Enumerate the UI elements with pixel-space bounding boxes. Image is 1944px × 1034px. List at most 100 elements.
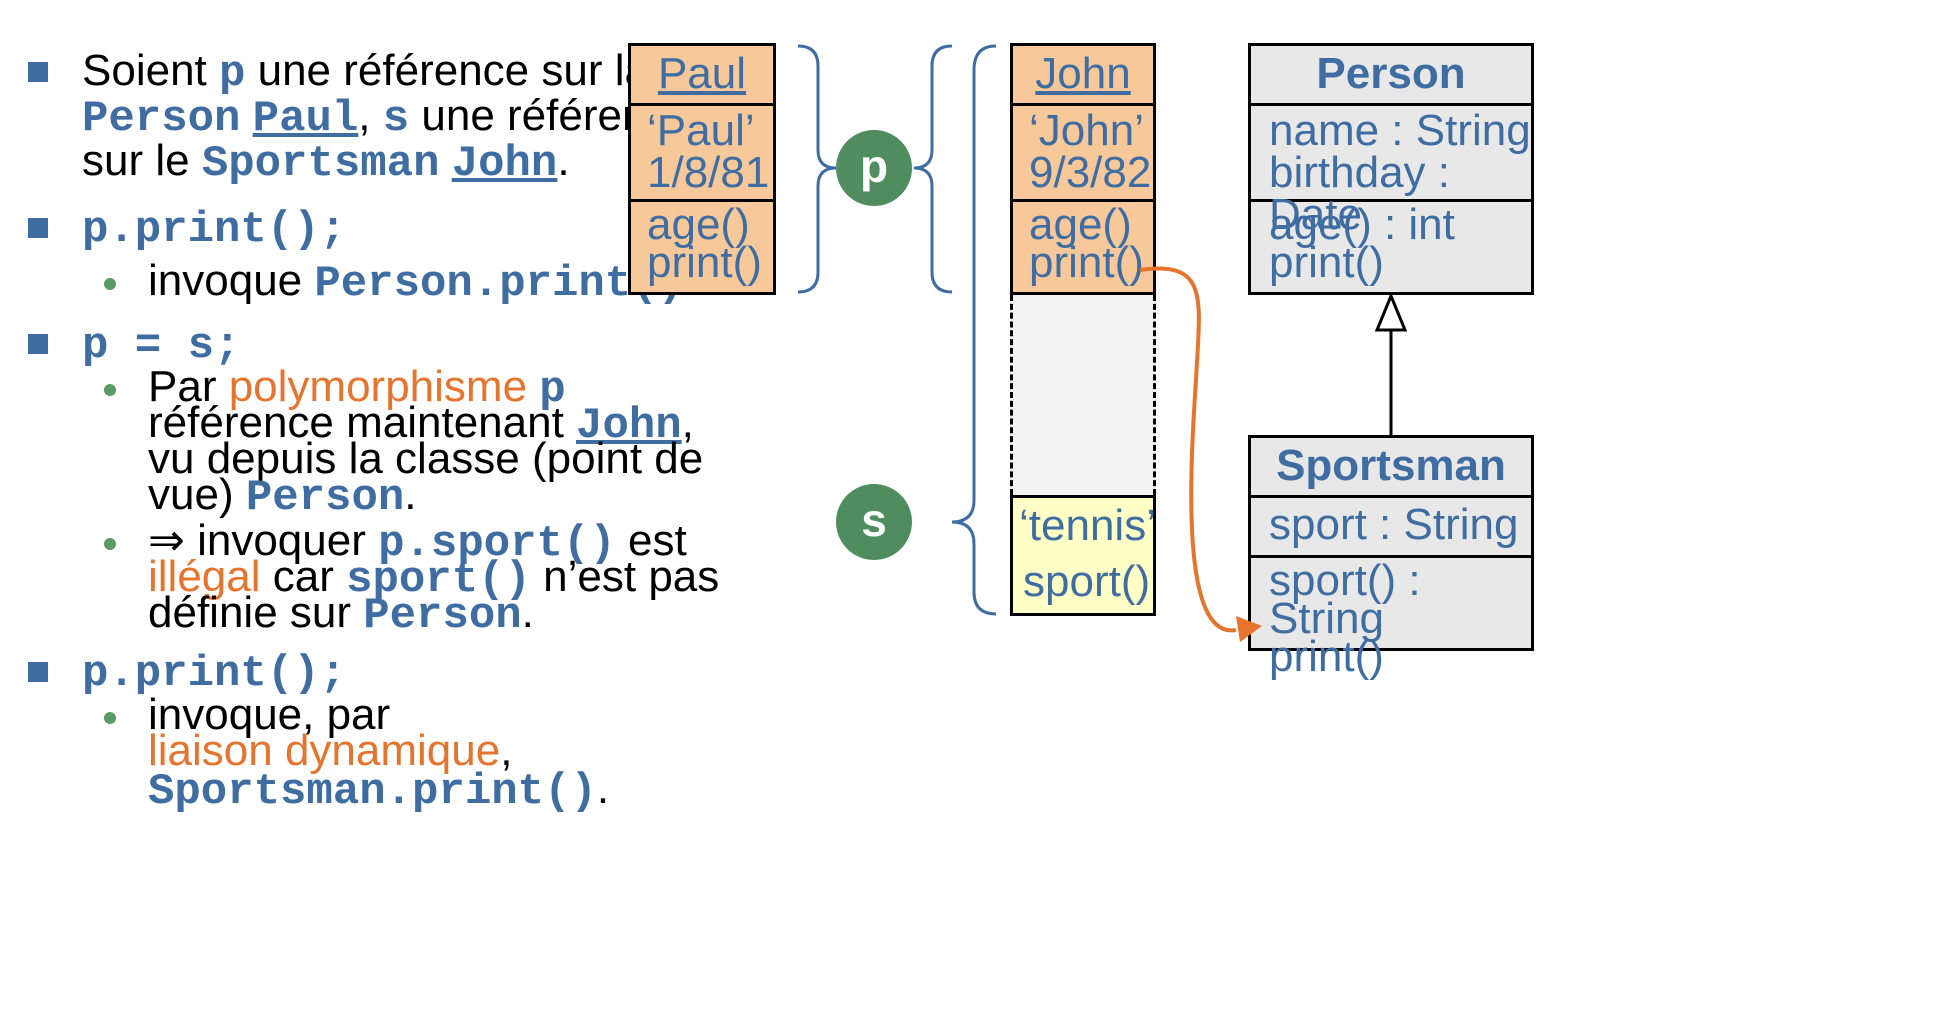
bullet-2-sub: invoque Person.print(). [148,256,696,309]
method-print: print() [1269,238,1384,287]
method-age: age() [1029,200,1132,249]
bullet-square-2 [28,218,48,238]
bullet-1-line-1: Soient p une référence sur la [82,46,649,99]
attr-sport: sport : String [1269,500,1519,549]
attr-birthday: 9/3/82 [1029,148,1152,197]
code-p: p [218,49,246,99]
object-john-hidden-part [1010,295,1156,495]
code-sportsman-print: Sportsman.print() [148,767,597,817]
bullet-4-line-1: invoque, par [148,692,390,738]
dispatch-arrow [1139,266,1237,633]
attr-name: ‘Paul’ [647,106,755,155]
highlight-liaison-dynamique: liaison dynamique [148,726,501,775]
attr-birthday: birthday : Date [1269,148,1450,239]
attr-birthday: 1/8/81 [647,148,770,197]
object-paul-methods: age() print() [631,202,773,292]
text: invoque, par [148,690,391,739]
object-paul-title: Paul [631,46,773,106]
code-p-sport: p.sport() [378,519,616,569]
bullet-1-line-3: sur le Sportsman John. [82,136,570,189]
text: n’est pas [530,552,720,601]
highlight-polymorphisme: polymorphisme [228,362,528,411]
text: , [681,398,694,447]
class-person-name: Person [1251,46,1531,106]
code-p: p [539,365,566,415]
text: sur le [82,136,202,185]
text: Par [148,362,229,411]
object-john: John ‘John’ 9/3/82 age() print() [1010,43,1156,295]
method-sport: sport() : String [1269,556,1421,643]
method-age: age() [647,200,750,249]
text: une référence sur la [245,46,649,95]
code-sportsman: Sportsman [201,139,440,189]
bullet-3a-line-3: vu depuis la classe (point de [148,436,703,482]
dispatch-arrowhead [1236,616,1262,642]
bullet-4-line-3: Sportsman.print(). [148,764,610,817]
inheritance-arrowhead [1374,292,1408,332]
brace-john-p [913,44,953,294]
code-paul: Paul [252,94,359,144]
code-sport: sport() [346,555,531,605]
object-paul-attrs: ‘Paul’ 1/8/81 [631,106,773,202]
method-sport: sport() [1023,557,1151,606]
class-sportsman-methods: sport() : String print() [1251,556,1531,679]
bullet-3b-line-1: ⇒ invoquer p.sport() est [148,516,687,569]
class-person-attrs: name : String birthday : Date [1251,106,1531,237]
method-print: print() [1269,632,1384,681]
object-john-attrs: ‘John’ 9/3/82 [1013,106,1153,202]
code-p-print: p.print(); [82,205,347,255]
object-john-sport-method: sport() [1010,554,1156,616]
bullet-square-3 [28,334,48,354]
method-print: print() [1029,238,1144,287]
class-person-methods: age() : int print() [1251,202,1531,292]
attr-name: name : String [1269,106,1531,155]
ref-p-circle: p [836,130,912,206]
text: . [521,588,534,637]
code-person: Person [82,94,241,144]
method-age: age() : int [1269,200,1455,249]
bullet-2-code: p.print(); [82,204,346,253]
class-sportsman-name: Sportsman [1251,438,1531,498]
sub-bullet-dot-3a [104,384,116,396]
bullet-3a-line-1: Par polymorphisme p [148,362,566,415]
bullet-4-line-2: liaison dynamique, [148,728,512,774]
text: invoque [148,256,315,305]
code-person-print: Person.print() [314,259,685,309]
text: définie sur [148,588,364,637]
class-sportsman-attrs: sport : String [1251,498,1531,558]
text: référence maintenant [148,398,577,447]
bullet-3b-line-3: définie sur Person. [148,588,534,641]
code-john: John [451,139,558,189]
bullet-3b-line-2: illégal car sport() n’est pas [148,552,720,605]
text: . [596,764,610,813]
bullet-4-code: p.print(); [82,648,346,697]
text: , [500,726,513,775]
bullet-square-4 [28,662,48,682]
class-sportsman: Sportsman sport : String sport() : Strin… [1248,435,1534,679]
text: vu depuis la classe (point de [148,434,704,483]
text: est [615,516,687,565]
bullet-3-code: p = s; [82,320,240,369]
text: . [557,136,570,185]
text: Soient [82,46,219,95]
code-p-print: p.print(); [82,649,347,699]
bullet-square-1 [28,62,48,82]
object-john-title: John [1013,46,1153,106]
code-s: s [382,94,410,144]
text: ⇒ invoquer [148,516,379,565]
text: . [404,470,417,519]
bullet-3a-line-2: référence maintenant John, [148,398,694,451]
text: car [260,552,347,601]
object-john-sport-attr: ‘tennis’ [1010,495,1156,557]
method-print: print() [647,238,762,287]
text: , [358,91,383,140]
code-john: John [576,401,682,451]
sub-bullet-dot-2 [104,278,116,290]
code-person: Person [363,591,522,641]
sub-bullet-dot-3b [104,538,116,550]
bullet-1-line-2: Person Paul, s une référence [82,91,693,144]
sub-bullet-dot-4 [104,712,116,724]
attr-name: ‘John’ [1029,106,1144,155]
highlight-illegal: illégal [148,552,261,601]
